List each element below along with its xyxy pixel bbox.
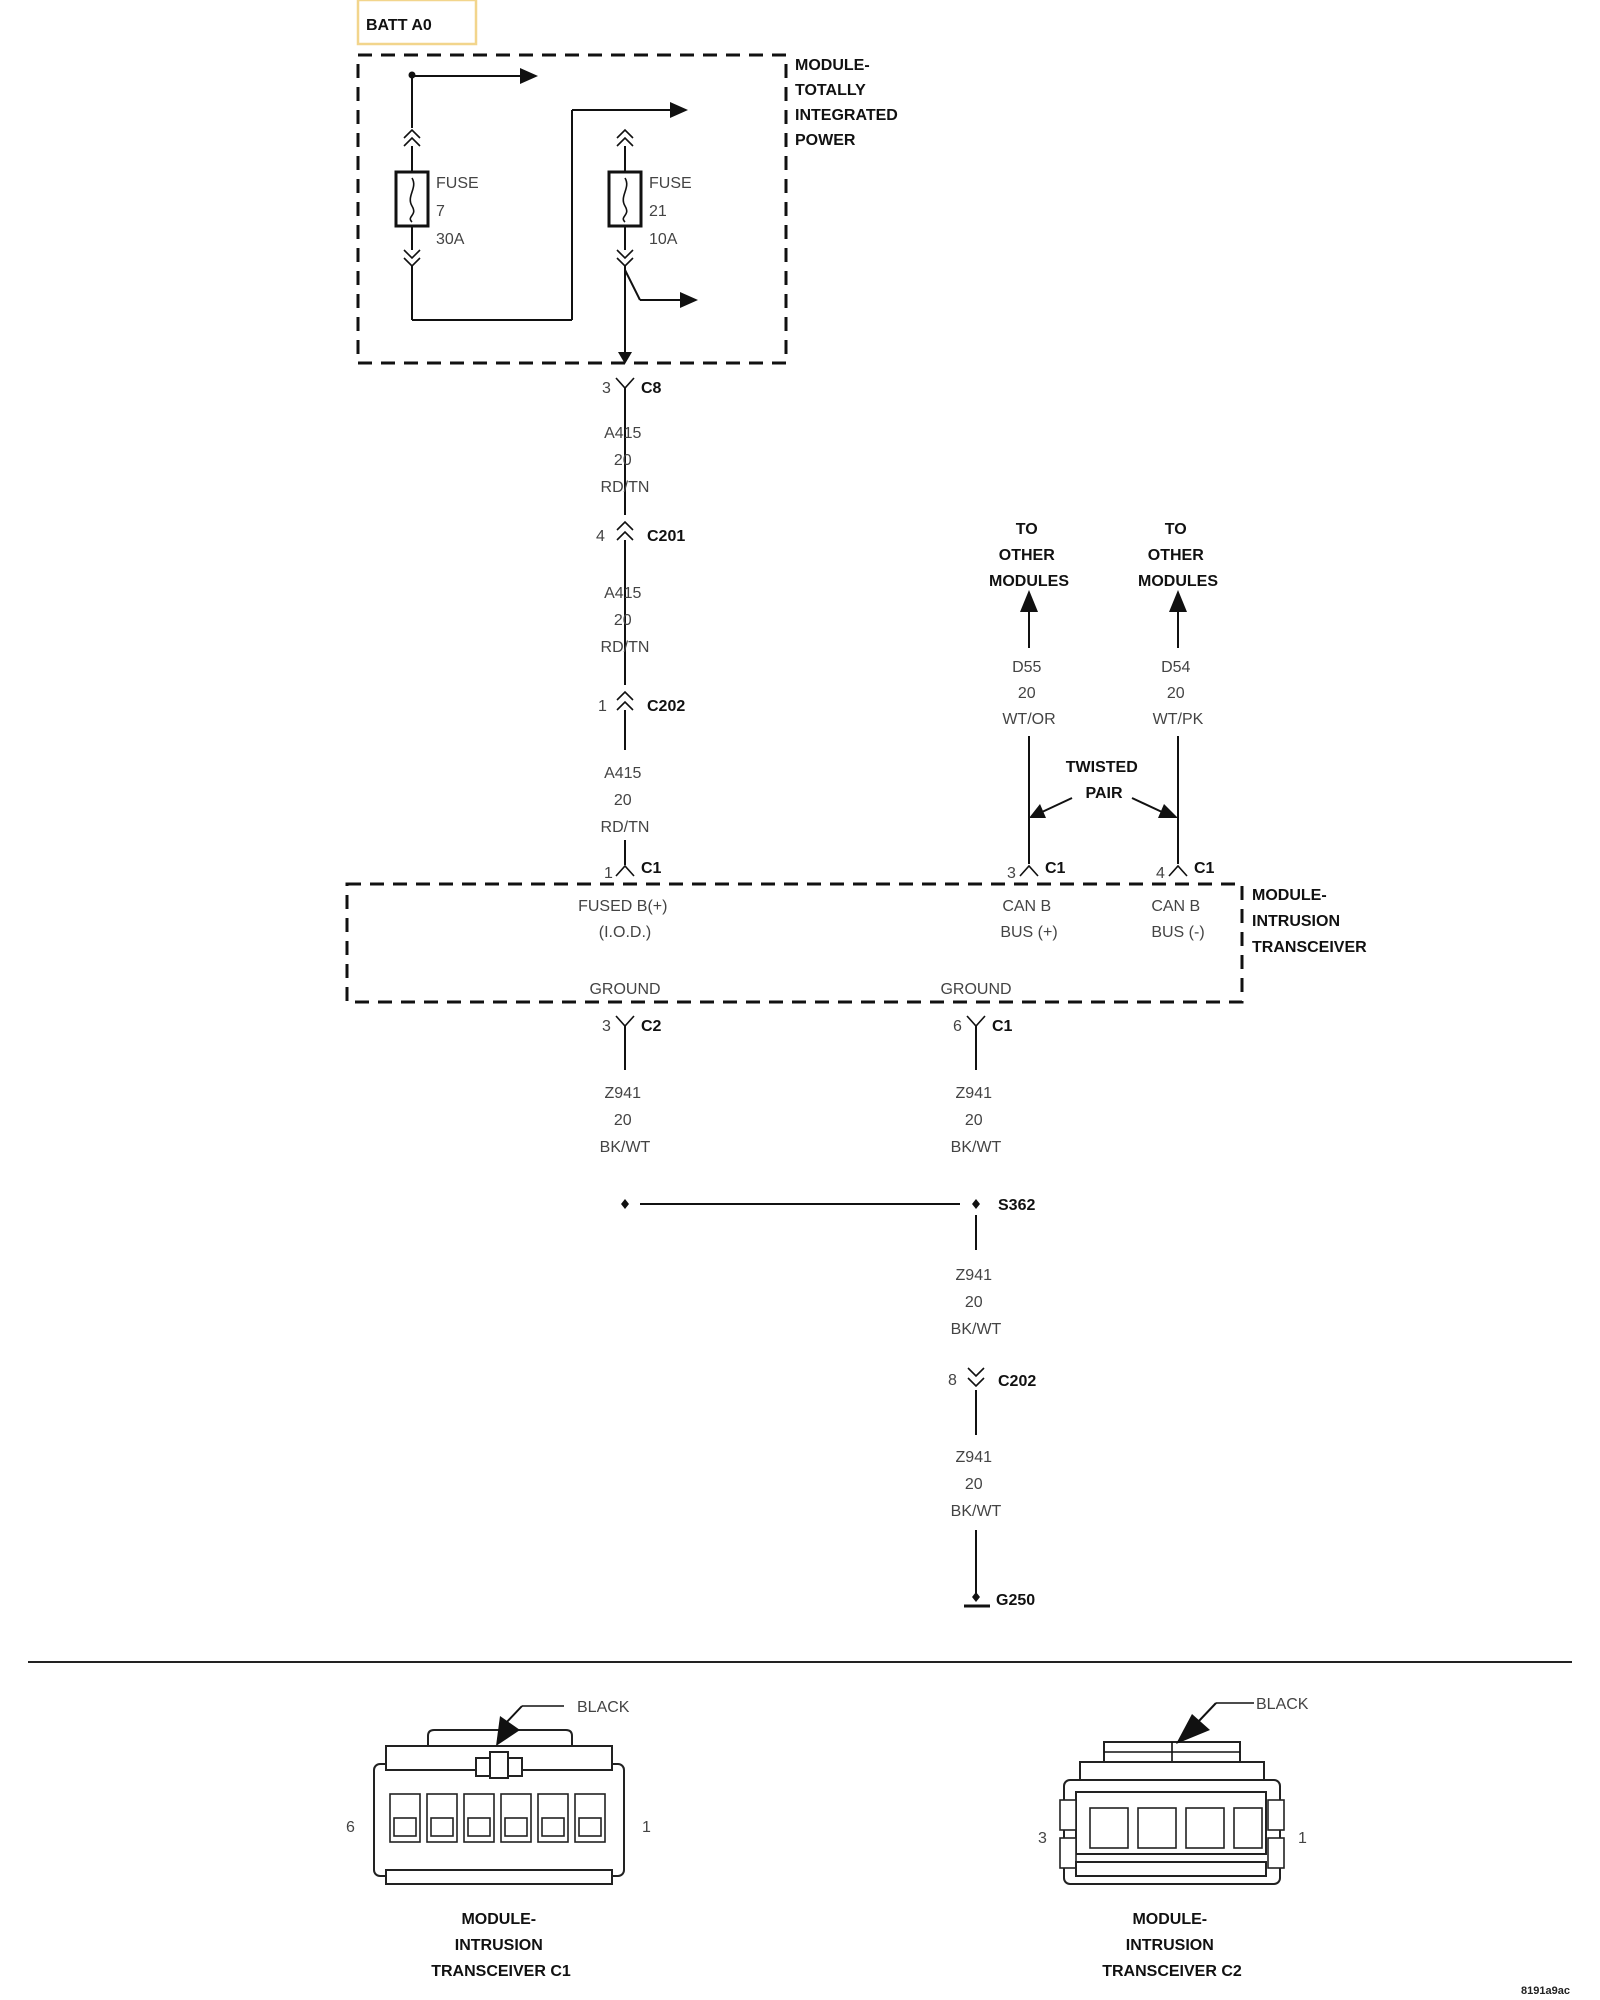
connector-c1-pin-right: 1 [642,1819,651,1836]
c202-top-name: C202 [647,698,685,715]
connector-c2-title: MODULE- INTRUSION TRANSCEIVER C2 [1102,1911,1242,1980]
connector-c2-pin-left: 3 [1038,1830,1047,1847]
z941-label-2: Z941 20 BK/WT [951,1085,1002,1156]
c1-pin3-name: C1 [1045,860,1066,877]
connector-c1-title: MODULE- INTRUSION TRANSCEIVER C1 [431,1911,571,1980]
fuse-7-symbol [394,170,430,228]
a415-wire [615,377,635,877]
d55-label: D55 20 WT/OR [1002,659,1055,728]
c1-pin4-name: C1 [1194,860,1215,877]
to-other-modules-2: TO OTHER MODULES [1138,521,1218,590]
c1-pin6-pin: 6 [953,1018,962,1035]
tipm-module-label: MODULE- TOTALLY INTEGRATED POWER [795,57,902,149]
twisted-pair-label: TWISTED PAIR [1066,759,1142,802]
z941-label-4: Z941 20 BK/WT [951,1449,1002,1520]
connector-c2-face [1059,1702,1285,1885]
connector-c2-color: BLACK [1256,1696,1309,1713]
connector-c2-pin-right: 1 [1298,1830,1307,1847]
twisted-pair-arrows [1029,797,1178,818]
batt-label: BATT A0 [366,17,432,34]
splice-s362 [621,1199,980,1250]
c202-bottom-connector [967,1367,985,1435]
itm-module-outline [345,882,1244,1004]
c1-pin1-pin: 1 [604,865,613,882]
connector-c1-face [373,1705,625,1885]
ground-g250-symbol [964,1530,990,1608]
fused-b-pin-label: FUSED B(+) (I.O.D.) [578,898,672,941]
ground-pin-label-1: GROUND [589,981,660,998]
ground-wire-right [966,1015,986,1070]
fuse-7-label: FUSE 7 30A [436,175,483,248]
d54-label: D54 20 WT/PK [1153,659,1204,728]
c202-bottom-name: C202 [998,1373,1036,1390]
a415-label-3: A415 20 RD/TN [601,765,650,836]
c1-pin4-pin: 4 [1156,865,1165,882]
a415-label-1: A415 20 RD/TN [601,425,650,496]
can-b-plus-pin-label: CAN B BUS (+) [1000,898,1057,941]
figure-id: 8191a9ac [1521,1985,1570,1997]
fuse-21-symbol [607,170,643,228]
batt-label-box [356,0,478,46]
c8-name: C8 [641,380,662,397]
c201-pin: 4 [596,528,605,545]
splice-name: S362 [998,1197,1035,1214]
a415-label-2: A415 20 RD/TN [601,585,650,656]
c2-pin3-name: C2 [641,1018,662,1035]
fuse-21-circuit [607,128,698,364]
can-b-minus-pin-label: CAN B BUS (-) [1151,898,1204,941]
c1-pin1-name: C1 [641,860,662,877]
connector-c1-pin-left: 6 [346,1819,355,1836]
ground-wire-left [615,1015,635,1070]
tipm-module-outline [356,53,788,365]
ground-pin-label-2: GROUND [940,981,1011,998]
to-other-modules-1: TO OTHER MODULES [989,521,1069,590]
c202-top-pin: 1 [598,698,607,715]
fuse-21-label: FUSE 21 10A [649,175,696,248]
fuse-7-circuit [394,68,688,321]
c8-pin: 3 [602,380,611,397]
c202-bottom-pin: 8 [948,1372,957,1389]
z941-label-3: Z941 20 BK/WT [951,1267,1002,1338]
itm-module-label: MODULE- INTRUSION TRANSCEIVER [1252,887,1367,956]
can-b-plus-wire [1019,590,1039,877]
c1-pin6-name: C1 [992,1018,1013,1035]
c201-name: C201 [647,528,685,545]
can-b-minus-wire [1168,590,1188,877]
ground-name: G250 [996,1592,1035,1609]
c2-pin3-pin: 3 [602,1018,611,1035]
z941-label-1: Z941 20 BK/WT [600,1085,651,1156]
c1-pin3-pin: 3 [1007,865,1016,882]
connector-c1-color: BLACK [577,1699,630,1716]
